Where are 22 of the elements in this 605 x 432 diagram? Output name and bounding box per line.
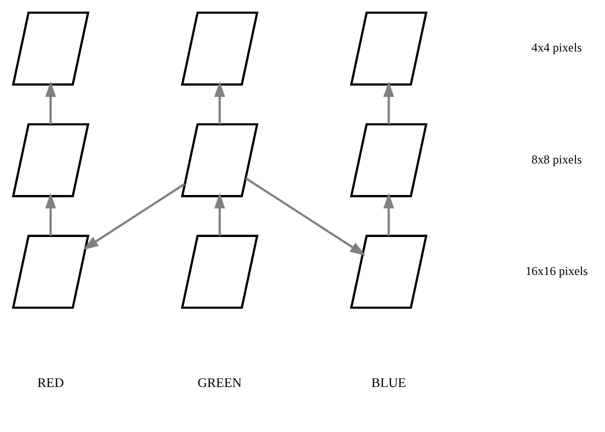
node-parallelogram bbox=[11, 123, 89, 198]
node-parallelogram bbox=[180, 123, 258, 198]
label: 16x16 pixels bbox=[524, 264, 588, 278]
node-parallelogram bbox=[180, 12, 258, 86]
node-parallelogram bbox=[180, 234, 258, 309]
label: 8x8 pixels bbox=[531, 152, 582, 166]
node-parallelogram bbox=[349, 123, 428, 198]
arrow bbox=[44, 192, 56, 236]
arrow bbox=[382, 192, 394, 236]
arrow bbox=[382, 81, 394, 124]
arrow bbox=[244, 177, 365, 256]
label: BLUE bbox=[370, 374, 406, 390]
arrow bbox=[44, 81, 56, 124]
arrow bbox=[82, 183, 185, 250]
label: RED bbox=[36, 374, 64, 390]
node-parallelogram bbox=[11, 234, 89, 309]
label: 4x4 pixels bbox=[531, 40, 582, 55]
label: GREEN bbox=[197, 374, 242, 390]
arrow bbox=[214, 81, 225, 124]
arrow bbox=[214, 192, 225, 236]
node-parallelogram bbox=[349, 12, 428, 86]
node-parallelogram bbox=[11, 12, 89, 86]
